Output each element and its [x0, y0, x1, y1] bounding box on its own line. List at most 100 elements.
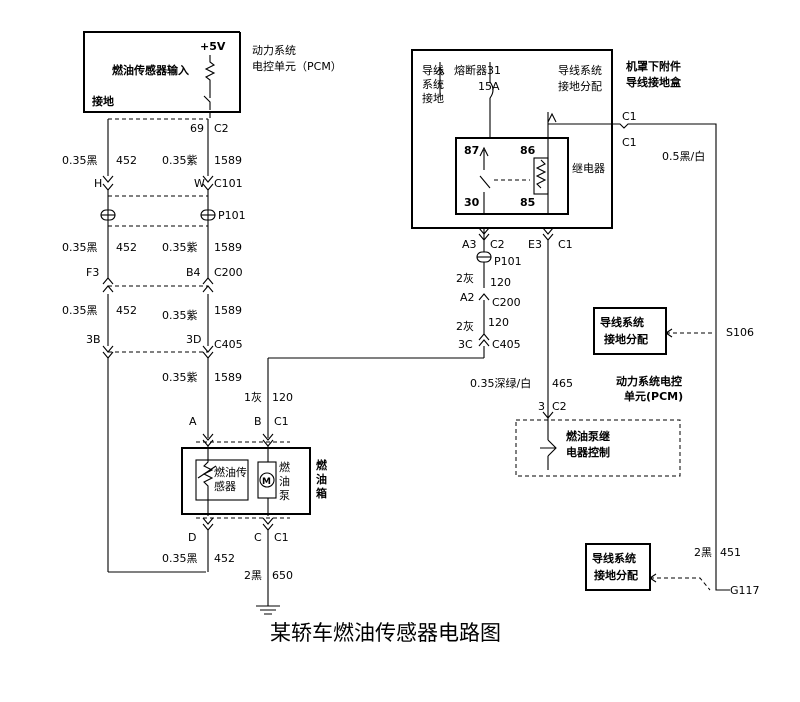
wire-label: 0.35深绿/白: [470, 376, 531, 390]
wire-number: 120: [488, 316, 509, 329]
relay-pin: 30: [464, 196, 480, 209]
pin-label: B: [254, 415, 262, 428]
wire-452: [107, 119, 206, 573]
pcm-title-line1: 动力系统: [252, 44, 296, 57]
ground-dist-label: 导线系统: [600, 315, 644, 329]
wire-label: 2灰: [456, 319, 474, 333]
wire-label: 0.35紫: [162, 371, 198, 384]
pin-label: A2: [460, 291, 475, 304]
connector-c1: C1: [558, 238, 573, 251]
wire-label: 0.35黑: [62, 241, 98, 254]
ground-symbol: [256, 605, 280, 615]
wire-number: 452: [116, 241, 137, 254]
fuse-amp: 15A: [478, 80, 500, 93]
sensor-label: 感器: [214, 480, 236, 493]
motor-icon: [259, 472, 275, 488]
tank-label: 燃: [315, 458, 328, 472]
wire-120: [267, 228, 485, 438]
tank-label: 油: [316, 472, 327, 486]
pin-label: 3B: [86, 333, 101, 346]
fuel-tank-box: 燃油传 感器 M 燃 油 泵: [181, 446, 311, 516]
connector-c2: C2: [552, 400, 567, 413]
connector-c1: C1: [622, 110, 637, 123]
pin-label: D: [188, 531, 196, 544]
underhood-fuse-box: 熔断器31 15A 导线 系统 接地 导线系统 接地分配 87 86 30 85…: [411, 49, 620, 229]
pin-label: A: [189, 415, 197, 428]
fuse-box-title: 机罩下附件: [626, 59, 681, 73]
pcm-bottom-title: 单元(PCM): [624, 389, 683, 403]
wire-number: 1589: [214, 304, 242, 317]
wire-label: 2黑: [244, 569, 262, 582]
sensor-input-label: 燃油传感器输入: [111, 63, 189, 77]
ground-label: 接地: [422, 92, 444, 105]
wire-label: 0.35紫: [162, 309, 198, 322]
wire-number: 465: [552, 377, 573, 390]
ground-distribution-box-1: 导线系统 接地分配: [593, 307, 714, 355]
connector-c200: C200: [214, 266, 243, 279]
pin-label: E3: [528, 238, 542, 251]
wire-number: 1589: [214, 371, 242, 384]
connector-c1: C1: [274, 415, 289, 428]
sensor-label: 燃油传: [214, 465, 247, 479]
pcm-title-line2: 电控单元（PCM）: [252, 59, 342, 73]
wire-label: 2黑: [694, 546, 712, 559]
vcc-label: +5V: [200, 40, 226, 53]
wire-label: 0.35紫: [162, 241, 198, 254]
wire-number: 650: [272, 569, 293, 582]
ground-dist-label: 接地分配: [604, 332, 648, 346]
pin-label: F3: [86, 266, 99, 279]
connector-c405: C405: [492, 338, 521, 351]
wire-number: 120: [272, 391, 293, 404]
wire-number: 452: [214, 552, 235, 565]
wire-label: 2灰: [456, 271, 474, 285]
wire-number: 120: [490, 276, 511, 289]
diagram-caption: 某轿车燃油传感器电路图: [270, 621, 501, 645]
pump-label: 燃: [279, 460, 290, 474]
wire-label: 0.35黑: [162, 552, 198, 565]
connector-p101: P101: [218, 209, 246, 222]
connector-c1: C1: [274, 531, 289, 544]
pin-label: C: [254, 531, 262, 544]
fuse-box-title: 导线接地盒: [626, 75, 682, 89]
wire-label: 0.35黑: [62, 304, 98, 317]
ground-label: 系统: [422, 78, 444, 91]
pump-control-label: 燃油泵继: [565, 429, 610, 443]
pcm-bottom-box: 燃油泵继 电器控制: [515, 419, 681, 477]
ground-g117: G117: [730, 584, 760, 597]
connector-c2: C2: [490, 238, 505, 251]
tank-label: 箱: [316, 486, 327, 500]
pin-label: 3D: [186, 333, 201, 346]
ground-dist-label: 导线系统: [592, 551, 636, 565]
relay: [455, 137, 569, 215]
pin-label: A3: [462, 238, 477, 251]
pin-label: H: [94, 177, 102, 190]
ground-label: 接地: [92, 94, 114, 108]
splice-s106: S106: [726, 326, 754, 339]
pin-label: B4: [186, 266, 201, 279]
pcm-bottom-title: 动力系统电控: [616, 374, 682, 388]
wire-label: 0.35紫: [162, 154, 198, 167]
wire-number: 1589: [214, 241, 242, 254]
svg-text:M: M: [262, 477, 271, 487]
pump-label: 油: [279, 474, 290, 488]
fuse-label: 熔断器31: [454, 63, 501, 77]
pin-label: 3C: [458, 338, 473, 351]
wire-number: 451: [720, 546, 741, 559]
wire-number: 1589: [214, 154, 242, 167]
relay-pin: 86: [520, 144, 536, 157]
pump-label: 泵: [279, 489, 290, 502]
pin-label: W: [194, 177, 205, 190]
wire-label: 0.35黑: [62, 154, 98, 167]
connector-c101: C101: [214, 177, 243, 190]
connector-c405: C405: [214, 338, 243, 351]
wire-label: 0.5黑/白: [662, 149, 705, 163]
pin-69: 69: [190, 122, 204, 135]
pin-label: 3: [538, 400, 545, 413]
relay-pin: 87: [464, 144, 479, 157]
ground-distribution-box-2: 导线系统 接地分配: [585, 543, 711, 591]
relay-pin: 85: [520, 196, 535, 209]
wire-label: 1灰: [244, 390, 262, 404]
relay-label: 继电器: [572, 162, 605, 175]
wire-number: 452: [116, 304, 137, 317]
